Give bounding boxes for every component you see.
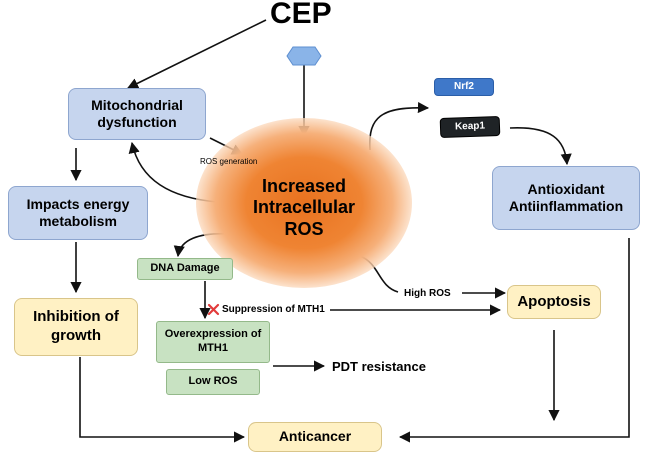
- arrow-cep-to-mito: [126, 19, 267, 89]
- node-low-ros: Low ROS: [166, 369, 260, 395]
- label-high-ros: High ROS: [404, 288, 451, 299]
- node-dna-damage: DNA Damage: [137, 258, 233, 280]
- center-ros-label: Increased Intracellular ROS: [252, 175, 356, 239]
- node-nrf2: Nrf2: [434, 78, 494, 96]
- diagram-title: CEP: [270, 0, 332, 30]
- node-apoptosis: Apoptosis: [507, 285, 601, 319]
- cep-hexagon-icon: [286, 46, 322, 66]
- label-pdt-resistance: PDT resistance: [332, 359, 426, 374]
- node-mitochondrial-dysfunction: Mitochondrial dysfunction: [68, 88, 206, 140]
- node-anticancer: Anticancer: [248, 422, 382, 452]
- node-keap1: Keap1: [439, 115, 501, 139]
- arrow-inhibit-to-anticancer: [79, 357, 246, 443]
- node-inhibition-of-growth: Inhibition of growth: [14, 298, 138, 356]
- arrow-keap1-to-antiox: [509, 127, 572, 166]
- node-impacts-energy-metabolism: Impacts energy metabolism: [8, 186, 148, 240]
- label-ros-generation: ROS generation: [200, 157, 258, 166]
- arrow-antiox-to-anticancer: [398, 238, 630, 443]
- node-antioxidant-antiinflammation: Antioxidant Antiinflammation: [492, 166, 640, 230]
- label-suppression-mth1: Suppression of MTH1: [222, 304, 325, 315]
- cross-icon: [207, 303, 220, 316]
- node-overexpression-mth1: Overexpression of MTH1: [156, 321, 270, 363]
